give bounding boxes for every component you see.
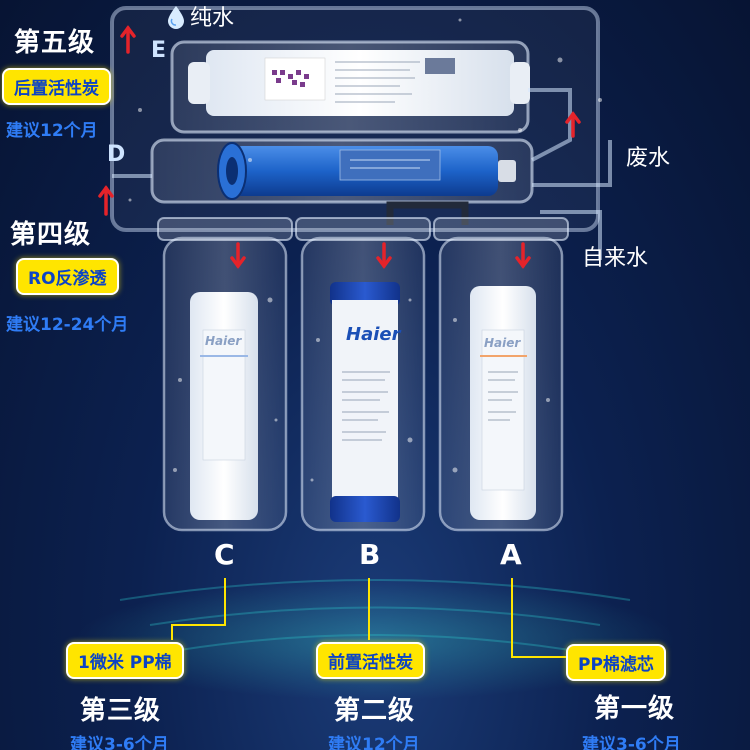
ro-outlet-port [498,160,516,182]
cartridge-e-badge [425,58,455,74]
carbon-cartridge-text-lines [342,371,390,441]
cartridge-e-end-right [510,62,530,104]
callout-lines [171,578,568,658]
tap-water-label: 自来水 [582,246,649,271]
water-bubbles [128,18,602,482]
cartridge-e-pattern [272,70,309,87]
stage2-title: 第二级 [334,696,416,726]
handle [386,201,469,225]
letter-d: D [107,142,126,167]
waste-water-label: 废水 [626,146,671,171]
canister-caps [157,217,569,241]
stage3-title: 第三级 [80,696,162,726]
brand-logo-b: Haier [346,324,401,345]
pipe-e-out [528,88,572,162]
brand-logo-c: Haier [205,334,242,348]
letter-a: A [500,538,522,571]
stage5-suggest: 建议12个月 [6,121,98,141]
stage4-filter-pill: RO反渗透 [16,258,119,295]
ro-label [339,149,441,181]
carbon-cartridge-bottom-cap [330,496,400,522]
stage4-suggest: 建议12-24个月 [6,315,129,335]
stage5-filter-pill: 后置活性炭 [2,68,111,105]
letter-b: B [359,538,381,571]
cartridge-e-end-left [188,62,210,104]
stage1-suggest: 建议3-6个月 [582,735,681,750]
post-carbon-cartridge [206,50,514,116]
stage5-title: 第五级 [14,28,96,58]
floor-glow [75,580,675,700]
stage1-title: 第一级 [594,694,676,724]
flow-arrows [98,25,581,269]
stage1-filter-pill: PP棉滤芯 [566,644,666,681]
stage2-suggest: 建议12个月 [328,735,420,750]
stage3-filter-pill: 1微米 PP棉 [66,642,184,679]
pipe-tap [540,210,602,260]
brand-logo-a: Haier [484,336,521,350]
letter-e: E [151,38,167,63]
stage3-suggest: 建议3-6个月 [70,735,169,750]
letter-c: C [214,538,235,571]
stage4-title: 第四级 [10,220,92,250]
floor-rings [119,579,631,651]
cartridge-e-text-lines [335,61,420,103]
pipe-waste [532,140,612,187]
pure-water-label: 纯水 [190,6,235,31]
cartridge-e-label [264,57,326,101]
stage2-filter-pill: 前置活性炭 [316,642,425,679]
